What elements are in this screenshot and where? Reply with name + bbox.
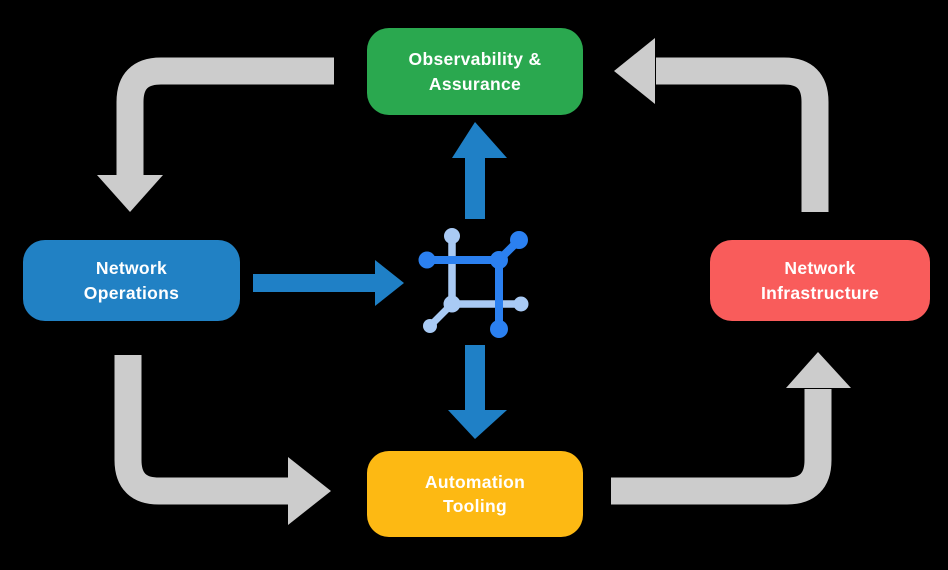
cycle-arrow-top-to-left <box>97 57 334 212</box>
icon-dark-node-left <box>418 251 436 269</box>
icon-dark-corner-node <box>490 251 508 269</box>
arrowhead-down-icon <box>97 175 163 212</box>
node-network-operations: Network Operations <box>23 240 240 321</box>
arrowhead-left-icon <box>614 38 655 104</box>
node-label-line: Operations <box>83 282 180 303</box>
node-observability-assurance: Observability & Assurance <box>367 28 583 115</box>
arrow-shaft <box>611 389 832 505</box>
node-label-line: Automation <box>424 471 526 492</box>
node-label-line: Assurance <box>428 73 522 94</box>
icon-dark-node-top-right <box>510 231 528 249</box>
arrow-shaft <box>116 57 334 176</box>
icon-light-node-bottom-left <box>423 319 437 333</box>
arrow-shaft <box>114 355 289 505</box>
arrow-shaft <box>656 57 829 212</box>
node-network-infrastructure: Network Infrastructure <box>710 240 930 321</box>
network-mesh-icon <box>418 228 529 338</box>
icon-light-corner-node <box>443 295 461 313</box>
arrowhead-right-icon <box>375 260 404 306</box>
node-label-line: Network <box>784 258 856 279</box>
icon-light-node-top <box>444 228 460 244</box>
icon-light-node-right <box>513 296 529 312</box>
arrowhead-right-icon <box>288 457 331 525</box>
node-label-line: Tooling <box>443 496 507 516</box>
cycle-arrow-right-to-top <box>614 38 829 212</box>
node-label-line: Observability & <box>408 49 542 70</box>
cycle-arrow-left-to-bottom <box>114 355 331 525</box>
blue-arrow-center-to-automation <box>448 345 507 439</box>
node-label-line: Network <box>95 258 168 279</box>
node-label-line: Infrastructure <box>761 282 879 303</box>
node-automation-tooling: Automation Tooling <box>367 451 583 537</box>
arrowhead-down-icon <box>448 410 507 439</box>
cycle-arrow-bottom-to-right <box>611 352 851 505</box>
icon-dark-node-bottom <box>490 320 508 338</box>
arrowhead-up-icon <box>452 122 507 158</box>
blue-arrow-operations-to-center <box>253 260 404 306</box>
arrowhead-up-icon <box>786 352 851 388</box>
blue-arrow-center-to-observability <box>452 122 507 219</box>
